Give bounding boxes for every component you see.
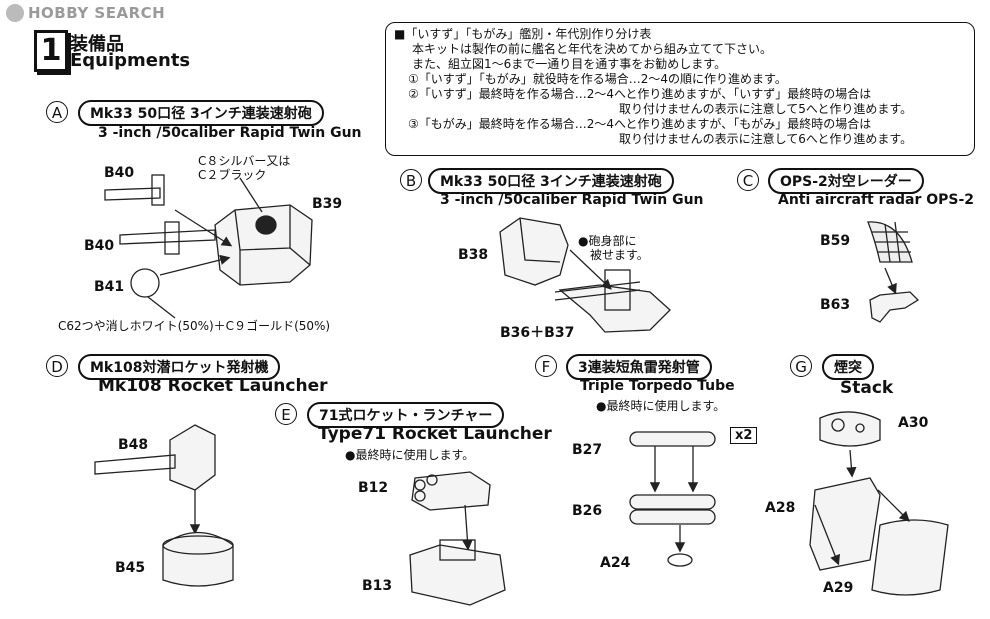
part-label: A24 [600,555,631,571]
part-label: B59 [820,233,851,249]
step-title-jp: 装備品 [70,34,124,55]
part-label: B36＋B37 [500,325,575,341]
part-label: B13 [362,578,393,594]
part-label: B26 [572,503,603,519]
annotation: ●最終時に使用します。 [345,448,475,462]
section-c-title-en: Anti aircraft radar OPS-2 [778,192,975,208]
torpedo-tube-drawing-f [629,431,716,567]
section-f-title-en: Triple Torpedo Tube [580,378,735,394]
part-label: A30 [898,415,929,431]
section-g-title-en: Stack [840,378,894,398]
section-f-title-jp: 3連装短魚雷発射管 [566,354,712,380]
color-note: C62つや消しホワイト(50%)＋C９ゴールド(50%) [58,319,331,333]
note-header: ■「いすず」「もがみ」艦別・年代別作り分け表 [394,27,652,41]
radar-drawing-c [867,221,920,323]
type71-launcher-drawing-e [409,471,506,606]
stack-drawing-g [809,411,949,596]
section-e-title-jp: 71式ロケット・ランチャー [307,402,505,428]
part-label: B38 [458,247,489,263]
note-line: ②「いすず」最終時を作る場合…2〜4へと作り進めますが、「いすず」最終時の場合は [408,87,872,101]
part-label: B45 [115,560,146,576]
gun-assembly-drawing-b [499,217,671,333]
gun-turret-drawing-a [104,174,313,319]
note-line: 取り付けませんの表示に注意して6へと作り進めます。 [619,132,913,146]
section-d-marker: D [46,355,68,377]
step-title-en: Equipments [70,50,191,71]
rocket-launcher-drawing-d [94,424,234,587]
part-label: B12 [358,480,389,496]
note-line: 本キットは製作の前に艦名と年代を決めてから組み立てて下さい。 [412,42,773,56]
section-a-marker: A [46,101,68,123]
part-label: B40 [104,165,135,181]
quantity-badge: x2 [730,427,758,444]
part-label: B40 [84,238,115,254]
section-a-title-en: 3 -inch /50caliber Rapid Twin Gun [98,125,362,141]
step-number: 1 [34,30,68,72]
section-c-marker: C [737,169,759,191]
section-f-marker: F [535,355,557,377]
section-e-marker: E [275,403,297,425]
note-line: 取り付けませんの表示に注意して5へと作り進めます。 [619,102,913,116]
annotation: ●最終時に使用します。 [596,399,726,413]
part-label: B39 [312,196,343,212]
section-g-title-jp: 煙突 [822,354,874,380]
watermark: HOBBY SEARCH [6,4,165,22]
section-c-title-jp: OPS-2対空レーダー [768,168,924,194]
section-d-title-jp: Mk108対潜ロケット発射機 [78,354,281,380]
note-box: ■「いすず」「もがみ」艦別・年代別作り分け表 本キットは製作の前に艦名と年代を決… [385,22,975,156]
note-line: ①「いすず」「もがみ」就役時を作る場合…2〜4の順に作り進めます。 [408,72,787,86]
note-line: また、組立図1〜6まで一通り目を通す事をお勧めします。 [412,57,727,71]
section-b-title-jp: Mk33 50口径 3インチ連装速射砲 [428,168,674,194]
annotation: ●砲身部に [578,234,637,248]
part-label: A29 [823,580,854,596]
part-label: B41 [94,279,125,295]
section-a-title-jp: Mk33 50口径 3インチ連装速射砲 [78,100,324,126]
section-g-marker: G [790,355,812,377]
annotation: 被せます。 [590,248,649,262]
section-b-marker: B [400,169,422,191]
color-note: C２ブラック [198,168,267,182]
section-b-title-en: 3 -inch /50caliber Rapid Twin Gun [440,192,704,208]
part-label: B48 [118,437,149,453]
section-e-title-en: Type71 Rocket Launcher [318,424,552,444]
part-label: A28 [765,500,796,516]
hobby-search-logo-icon [6,4,24,22]
part-label: B63 [820,297,851,313]
part-label: B27 [572,442,603,458]
note-line: ③「もがみ」最終時を作る場合…2〜4へと作り進めますが、「もがみ」最終時の場合は [408,117,872,131]
color-note: C８シルバー又は [198,154,291,168]
section-d-title-en: Mk108 Rocket Launcher [98,376,328,396]
